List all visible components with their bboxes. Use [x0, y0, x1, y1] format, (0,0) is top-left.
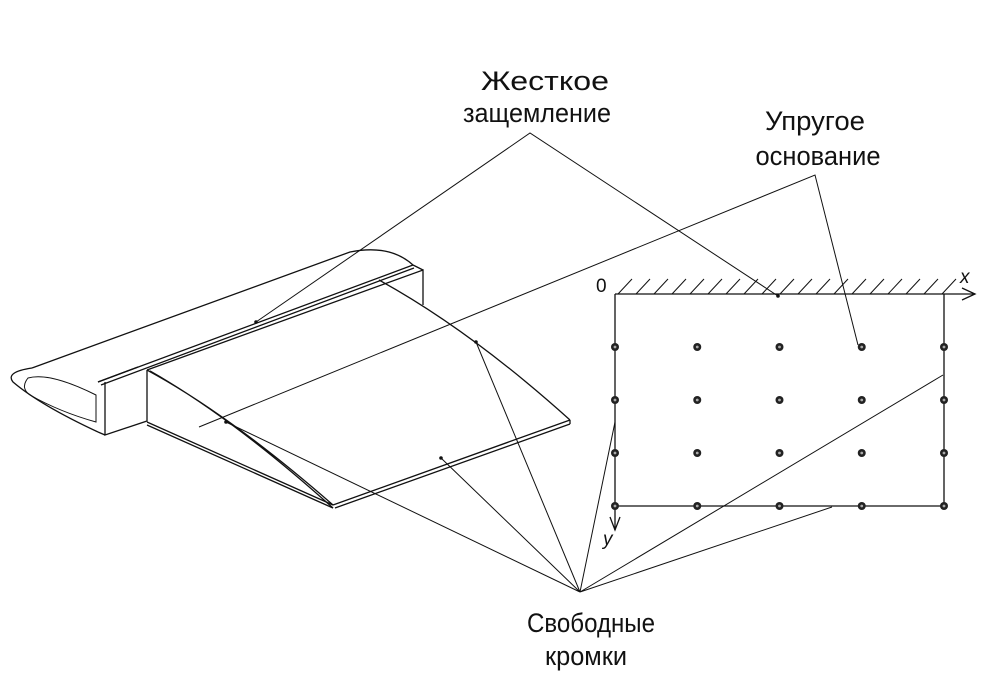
y-axis-label: y [601, 529, 614, 550]
elastic-support-point [940, 449, 948, 457]
elastic-support-point [775, 396, 784, 404]
airfoil-inner [24, 376, 97, 423]
upper-panel-rear [146, 264, 424, 371]
elastic-support-point [611, 343, 619, 351]
upper-panel-front [97, 264, 415, 386]
leader-rigid-clamp [255, 132, 779, 323]
hatch-mark [797, 278, 813, 295]
elastic-support-point [775, 502, 784, 510]
label-elastic-base-line2: основание [756, 141, 881, 171]
wing-trailing-edge [378, 279, 571, 421]
hatch-mark [941, 278, 957, 295]
label-free-edges-line1: Свободные [527, 608, 655, 638]
elastic-support-point [611, 449, 619, 457]
label-elastic-base-line1: Упругое [765, 106, 865, 136]
wing-leading-edge-top [31, 249, 414, 369]
x-axis-arrow-icon [961, 287, 977, 301]
elastic-support-point [693, 396, 702, 404]
wing-drawing [10, 249, 571, 509]
hatch-mark [851, 278, 867, 295]
wing-root-bottom [146, 421, 334, 509]
elastic-support-point [857, 343, 866, 351]
leader-endpoints [224, 294, 780, 460]
y-axis-arrow-icon [609, 516, 621, 532]
elastic-supports [611, 343, 948, 510]
elastic-support-point [611, 502, 619, 510]
hatch-mark [653, 278, 669, 295]
leader-elastic-base [198, 174, 859, 428]
hatch-mark [815, 278, 831, 295]
label-rigid-clamp-line1: Жесткое [481, 66, 609, 96]
x-axis-label: x [959, 267, 971, 288]
hatch-mark [869, 278, 885, 295]
elastic-support-point [940, 396, 948, 404]
elastic-support-point [857, 396, 866, 404]
plate-model: 0 x y [596, 267, 977, 550]
hatch-mark [779, 278, 795, 295]
hatch-mark [905, 278, 921, 295]
airfoil-outer [10, 367, 99, 433]
elastic-support-point [857, 449, 866, 457]
trailing-edge-strip [332, 419, 571, 509]
elastic-support-point [940, 343, 948, 351]
elastic-support-point [611, 396, 619, 404]
leader-lines [198, 132, 944, 593]
elastic-support-point [775, 449, 784, 457]
hatch-mark [617, 278, 633, 295]
hatch-mark [761, 278, 777, 295]
wing-root-curve [146, 369, 334, 509]
hatch-mark [689, 278, 705, 295]
label-free-edges-line2: кромки [545, 641, 627, 671]
hatch-mark [635, 278, 651, 295]
hatch-mark [671, 278, 687, 295]
hatch-mark [725, 278, 741, 295]
label-rigid-clamp-line2: защемление [463, 98, 611, 128]
hatch-mark [707, 278, 723, 295]
elastic-support-point [940, 502, 948, 510]
elastic-support-point [693, 449, 702, 457]
clamped-edge-hatching [617, 278, 957, 295]
elastic-support-point [693, 343, 702, 351]
hatch-mark [833, 278, 849, 295]
elastic-support-point [775, 343, 784, 351]
hatch-mark [887, 278, 903, 295]
leader-free-edges [225, 341, 944, 593]
hatch-mark [923, 278, 939, 295]
elastic-support-point [693, 502, 702, 510]
callout-labels: Жесткое защемление Упругое основание Сво… [463, 66, 881, 671]
origin-label: 0 [596, 276, 607, 297]
elastic-support-point [857, 502, 866, 510]
